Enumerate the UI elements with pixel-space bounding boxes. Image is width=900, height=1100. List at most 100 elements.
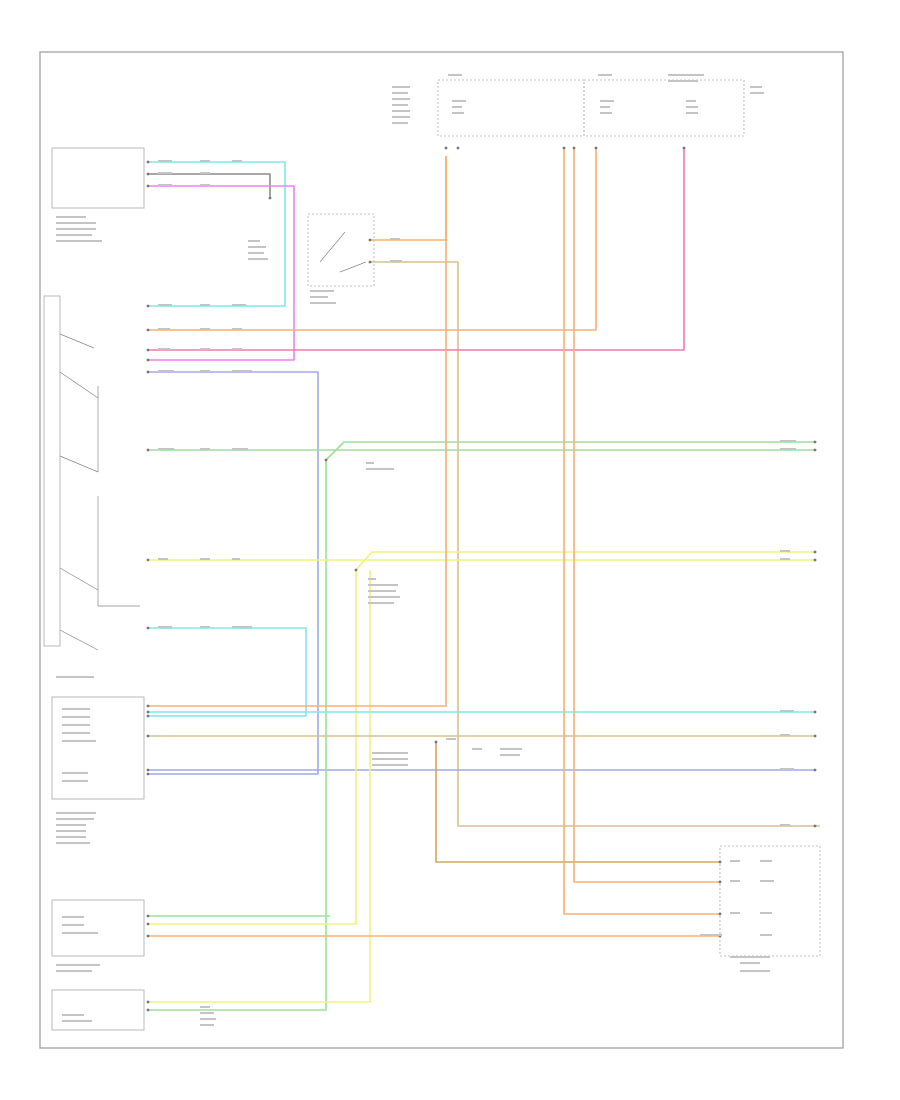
micro-label: [158, 184, 172, 186]
micro-label: [780, 710, 794, 712]
micro-label: [158, 172, 172, 174]
connector-pin: [718, 860, 722, 864]
micro-label: [372, 764, 408, 766]
connector-pin: [444, 146, 448, 150]
micro-label: [668, 80, 698, 82]
micro-label: [232, 304, 246, 306]
micro-label: [452, 106, 462, 108]
micro-label: [780, 768, 794, 770]
micro-label: [310, 290, 334, 292]
micro-label: [248, 252, 264, 254]
connector-pin: [146, 914, 150, 918]
micro-label: [200, 370, 210, 372]
connector-pin: [146, 772, 150, 776]
micro-label: [232, 160, 242, 162]
connector-pin: [146, 348, 150, 352]
micro-label: [62, 1014, 84, 1016]
micro-label: [158, 348, 170, 350]
wire-lt-blu-mid: [148, 627, 307, 717]
wire-org-main: [148, 148, 597, 331]
micro-label: [62, 932, 98, 934]
micro-labels: [56, 74, 796, 1026]
wire-layer: [148, 148, 820, 1011]
micro-label: [750, 92, 764, 94]
micro-label: [730, 860, 740, 862]
micro-label: [366, 468, 394, 470]
micro-label: [448, 74, 462, 76]
micro-label: [780, 550, 790, 552]
micro-label: [740, 962, 760, 964]
connector-pin: [718, 912, 722, 916]
micro-label: [700, 934, 722, 936]
micro-label: [730, 880, 740, 882]
connector-pin: [146, 328, 150, 332]
connector-pin: [146, 558, 150, 562]
micro-label: [232, 370, 252, 372]
micro-label: [158, 370, 174, 372]
micro-label: [392, 104, 408, 106]
micro-label: [500, 748, 522, 750]
micro-label: [56, 676, 94, 678]
micro-label: [56, 818, 94, 820]
micro-label: [598, 74, 612, 76]
wire-org-brake: [370, 156, 447, 241]
connector-pin: [813, 558, 817, 562]
connector-pin: [718, 880, 722, 884]
connector-pin: [813, 448, 817, 452]
component-boxes: [43, 79, 821, 1031]
connector-pin: [813, 550, 817, 554]
wire-pnk-main: [148, 148, 685, 351]
micro-label: [740, 970, 770, 972]
micro-label: [158, 328, 170, 330]
micro-label: [200, 328, 210, 330]
micro-label: [200, 448, 210, 450]
micro-label: [62, 716, 90, 718]
micro-label: [368, 596, 400, 598]
connector-pin: [813, 734, 817, 738]
wire-brn-lower: [435, 742, 720, 863]
connector-pin: [324, 458, 328, 462]
micro-label: [368, 584, 398, 586]
connector-pin: [146, 934, 150, 938]
micro-label: [62, 1020, 92, 1022]
micro-label: [62, 780, 88, 782]
micro-label: [780, 448, 796, 450]
micro-label: [392, 110, 410, 112]
micro-label: [366, 462, 374, 464]
micro-label: [62, 772, 88, 774]
micro-label: [232, 558, 240, 560]
micro-label: [600, 106, 610, 108]
connector-pin: [146, 184, 150, 188]
connector-pin: [146, 370, 150, 374]
micro-label: [686, 106, 698, 108]
micro-label: [158, 304, 172, 306]
micro-label: [62, 924, 84, 926]
micro-label: [56, 842, 90, 844]
micro-label: [310, 296, 328, 298]
connector-pin: [146, 734, 150, 738]
micro-label: [686, 100, 696, 102]
connector-pin: [456, 146, 460, 150]
connector-pin: [572, 146, 576, 150]
micro-label: [200, 172, 210, 174]
micro-label: [600, 100, 614, 102]
brake-switch-box: [307, 213, 375, 287]
micro-label: [62, 732, 90, 734]
micro-label: [200, 1024, 214, 1026]
micro-label: [372, 758, 408, 760]
connector-pin: [268, 196, 272, 200]
upper-left-module-box: [51, 147, 145, 209]
wire-yel-b: [148, 551, 815, 925]
micro-label: [668, 74, 704, 76]
connector-pin: [368, 260, 372, 264]
micro-label: [200, 626, 210, 628]
connector-pin: [146, 922, 150, 926]
connector-pin: [434, 740, 438, 744]
connector-pin: [562, 146, 566, 150]
connector-pin: [146, 172, 150, 176]
micro-label: [392, 116, 410, 118]
micro-label: [158, 558, 168, 560]
micro-label: [368, 602, 394, 604]
micro-label: [232, 348, 242, 350]
